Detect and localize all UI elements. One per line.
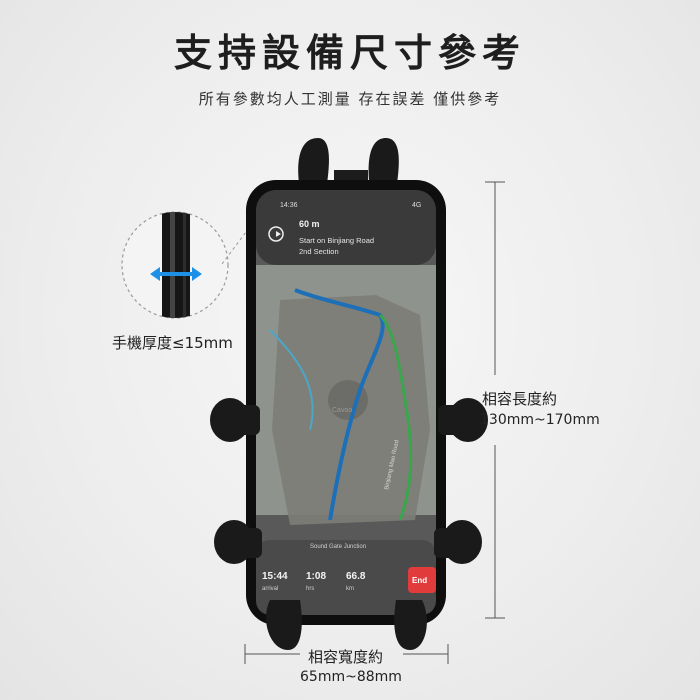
width-dimension-line <box>244 644 449 664</box>
width-value: 65mm~88mm <box>300 669 402 685</box>
place-label: Sound Gate Junction <box>310 544 366 550</box>
length-dimension-line <box>485 181 505 619</box>
zoom-connector-line <box>221 231 247 265</box>
phone-mount-illustration: 14:36 4G 60 m Start on Binjiang Road 2nd… <box>210 138 488 650</box>
width-label: 相容寬度約 <box>308 648 384 666</box>
end-button-label: End <box>412 576 427 585</box>
duration: 1:08 <box>306 571 326 582</box>
thickness-arrow-icon <box>150 267 202 281</box>
duration-label: hrs <box>306 586 314 592</box>
nav-direction-2: 2nd Section <box>299 247 339 256</box>
page-subtitle: 所有參數均人工測量 存在誤差 僅供參考 <box>198 90 502 108</box>
arrival-time: 15:44 <box>262 571 288 582</box>
status-network: 4G <box>412 202 421 209</box>
nav-distance: 60 m <box>299 219 320 229</box>
phone-screen <box>256 190 436 615</box>
length-label: 相容長度約 <box>482 390 558 408</box>
length-value: 130mm~170mm <box>480 412 600 428</box>
arrival-label: arrival <box>262 586 278 592</box>
nav-direction-1: Start on Binjiang Road <box>299 236 374 245</box>
distance-total: 66.8 <box>346 571 366 582</box>
watermark-text: Cavoo <box>332 407 352 414</box>
status-time: 14:36 <box>280 202 298 209</box>
thickness-label: 手機厚度≤15mm <box>112 334 233 352</box>
distance-unit: km <box>346 586 354 592</box>
page-title: 支持設備尺寸參考 <box>173 31 526 75</box>
thickness-zoom-circle <box>121 211 229 319</box>
turn-arrow-icon <box>268 226 284 242</box>
